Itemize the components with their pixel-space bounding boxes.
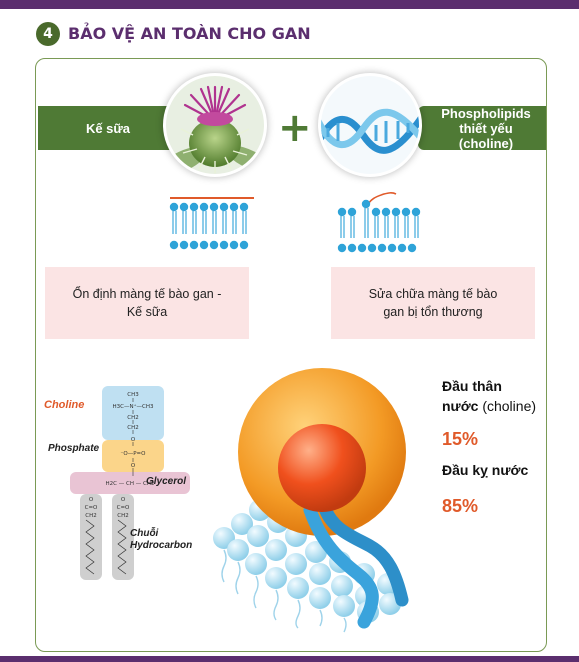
formula-nitrogen-row: H3C—N⁺—CH3 bbox=[113, 403, 154, 410]
dna-photo bbox=[318, 73, 422, 177]
milk-thistle-banner: Kế sữa bbox=[38, 106, 178, 150]
hydrophobic-label: Đầu kỵ nước bbox=[442, 462, 529, 478]
hydrophobic-percent: 85% bbox=[442, 496, 479, 516]
formula-carbonyl-right: C=O bbox=[117, 505, 130, 511]
hydrocarbon-label-2: Hydrocarbon bbox=[130, 540, 193, 551]
section-number-badge: 4 bbox=[36, 22, 60, 46]
phospholipids-banner: Phospholipids thiết yếu (choline) bbox=[418, 105, 546, 151]
formula-phosphate-row: ⁻O—P=O bbox=[121, 451, 147, 457]
choline-label: Choline bbox=[44, 399, 85, 411]
phospholipid-molecule-illustration bbox=[213, 368, 409, 633]
phospholipids-line1: Phospholipids bbox=[441, 105, 531, 121]
plus-sign: + bbox=[278, 105, 312, 151]
formula-ch2-b: CH2 bbox=[127, 425, 138, 431]
phospholipids-line3: (choline) bbox=[458, 135, 514, 151]
formula-oxygen-3: O bbox=[89, 497, 94, 503]
top-bar bbox=[0, 0, 579, 9]
phosphate-label: Phosphate bbox=[48, 443, 100, 454]
phospholipid-structure-diagram: CH3 H3C—N⁺—CH3 CH2 CH2 O ⁻O—P=O O H2C — … bbox=[70, 386, 190, 580]
glycerol-label: Glycerol bbox=[146, 476, 187, 487]
repair-line1: Sửa chữa màng tế bào bbox=[368, 287, 498, 301]
formula-oxygen-4: O bbox=[121, 497, 126, 503]
formula-ch2-a: CH2 bbox=[127, 415, 138, 421]
stabilize-line2: Kế sữa bbox=[126, 305, 168, 319]
hydrocarbon-label-1: Chuỗi bbox=[130, 528, 159, 539]
thistle-flower-icon bbox=[166, 76, 264, 174]
phospholipids-line2: thiết yếu bbox=[459, 120, 513, 136]
dna-helix-icon bbox=[321, 76, 419, 174]
hydrophilic-label-bold: nước bbox=[442, 398, 479, 414]
damaged-membrane-icon bbox=[337, 192, 421, 253]
formula-ch2-right: CH2 bbox=[117, 513, 128, 519]
hydrophilic-label-rest: (choline) bbox=[478, 398, 537, 414]
formula-carbonyl-left: C=O bbox=[85, 505, 98, 511]
formula-ch3-top: CH3 bbox=[127, 392, 139, 398]
formula-oxygen-1: O bbox=[131, 437, 136, 443]
bottom-bar bbox=[0, 656, 579, 662]
hydrophilic-label-line1: Đầu thân bbox=[442, 378, 502, 394]
section-title: BẢO VỆ AN TOÀN CHO GAN bbox=[68, 24, 311, 43]
hydrophilic-percent: 15% bbox=[442, 429, 479, 449]
formula-oxygen-2: O bbox=[131, 463, 136, 469]
formula-glycerol-row: H2C — CH — CH2 bbox=[106, 481, 155, 487]
intact-membrane-icon bbox=[169, 197, 254, 250]
formula-ch2-left: CH2 bbox=[85, 513, 96, 519]
repair-line2: gan bị tổn thương bbox=[383, 305, 483, 319]
stabilize-membrane-box: Ổn định màng tế bào gan - Kế sữa bbox=[45, 267, 249, 339]
stabilize-line1: Ổn định màng tế bào gan - bbox=[72, 287, 222, 301]
milk-thistle-photo bbox=[163, 73, 267, 177]
milk-thistle-label: Kế sữa bbox=[85, 120, 131, 136]
repair-membrane-box: Sửa chữa màng tế bào gan bị tổn thương bbox=[331, 267, 535, 339]
hydrophilic-label-line2: nước (choline) bbox=[442, 398, 536, 414]
